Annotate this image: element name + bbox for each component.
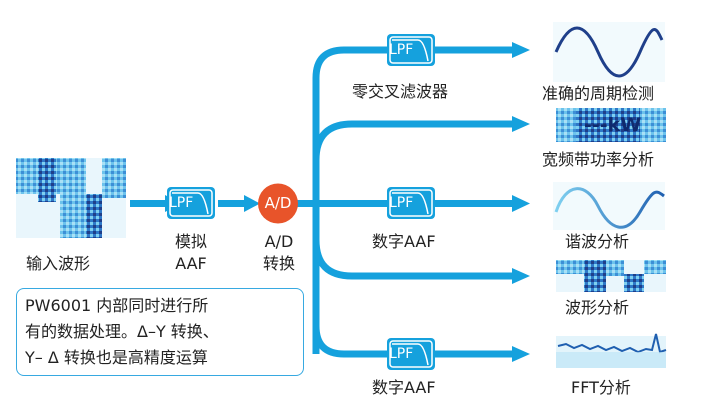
- period-detection-label: 准确的周期检测: [542, 84, 655, 103]
- lpf-digital-mid-text: LPF: [389, 195, 414, 211]
- input-waveform: [16, 158, 126, 238]
- adc-circle-text: A/D: [264, 194, 292, 212]
- analog-aaf-label-1: 模拟: [174, 232, 207, 251]
- lpf-analog-text: LPF: [169, 195, 194, 211]
- harmonic-waveform: [553, 182, 665, 230]
- arrow-head: [512, 195, 530, 212]
- arrow-head: [512, 268, 530, 284]
- lpf-analog-box: [167, 187, 215, 219]
- zero-cross-filter-label: 零交叉滤波器: [352, 82, 449, 101]
- power-kw-overlay: ---kW: [584, 114, 642, 136]
- waveform-analysis-label: 波形分析: [565, 298, 630, 317]
- lpf-digital-bottom-box: [387, 338, 435, 370]
- lpf-zero-cross-text: LPF: [389, 42, 414, 58]
- digital-aaf-mid-label: 数字AAF: [372, 232, 436, 251]
- adc-label-1: A/D: [264, 232, 294, 251]
- arrow-head: [512, 116, 530, 132]
- note-line-1: PW6001 内部同时进行所: [25, 296, 209, 315]
- note-line-2: 有的数据处理。Δ–Y 转换、: [25, 322, 219, 341]
- fft-graphic: [556, 333, 667, 368]
- note-line-3: Y– Δ 转换也是高精度运算: [25, 348, 208, 367]
- processing-note-box: PW6001 内部同时进行所 有的数据处理。Δ–Y 转换、 Y– Δ 转换也是高…: [16, 288, 304, 376]
- period-waveform: [553, 22, 665, 82]
- lpf-zero-cross-box: [387, 34, 435, 66]
- arrow-head: [244, 195, 260, 212]
- adc-circle: [258, 183, 298, 224]
- power-waveform: [556, 108, 666, 142]
- adc-label-2: 转换: [262, 254, 295, 273]
- digital-aaf-bottom-label: 数字AAF: [372, 378, 436, 397]
- lpf-digital-mid-box: [387, 187, 435, 219]
- wideband-power-label: 宽频带功率分析: [542, 150, 655, 169]
- fft-analysis-label: FFT分析: [571, 378, 631, 397]
- input-waveform-label: 输入波形: [26, 254, 91, 273]
- lpf-digital-bottom-text: LPF: [389, 346, 414, 362]
- harmonic-analysis-label: 谐波分析: [565, 232, 630, 251]
- arrow-head: [512, 346, 530, 362]
- waveform-analysis-graphic: [556, 260, 666, 292]
- analog-aaf-label-2: AAF: [175, 254, 207, 273]
- arrow-head: [512, 42, 530, 58]
